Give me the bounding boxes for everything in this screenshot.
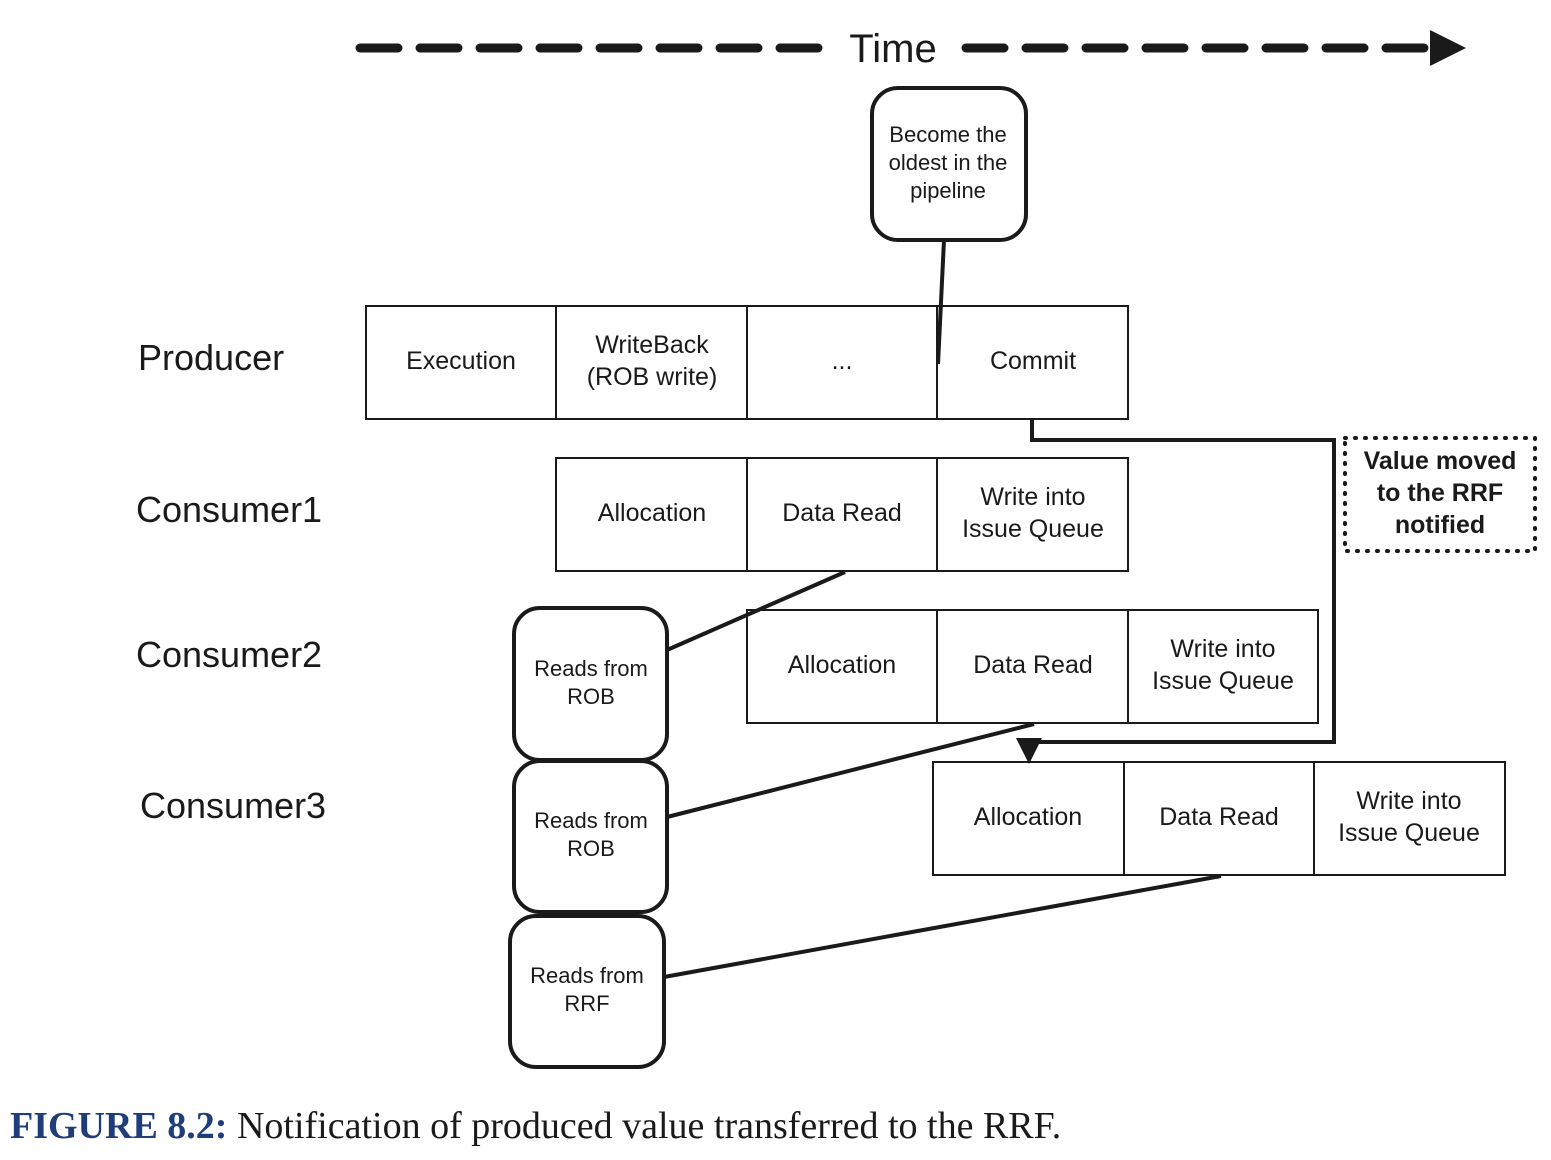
rrf-notification-arrowhead xyxy=(1016,738,1042,764)
consumer1-cell-write-iq xyxy=(936,457,1129,572)
row-label-consumer3: Consumer3 xyxy=(140,785,326,826)
consumer3-cell-write-iq xyxy=(1313,761,1506,876)
producer-cell-execution xyxy=(365,305,557,420)
producer-ellipsis-text: ... xyxy=(832,347,853,375)
consumer3-cell-allocation xyxy=(932,761,1125,876)
consumer3-allocation-text: Allocation xyxy=(974,803,1082,831)
pipeline-diagram: Time Producer Consumer1 Consumer2 Consum… xyxy=(136,27,1537,1069)
producer-row: Execution WriteBack(ROB write) ... Commi… xyxy=(365,305,1129,420)
consumer1-cell-data-read xyxy=(746,457,938,572)
time-axis: Time xyxy=(355,27,1466,71)
figure-caption-text: Notification of produced value transferr… xyxy=(227,1105,1062,1147)
consumer1-allocation-text: Allocation xyxy=(598,499,706,527)
consumer2-cell-allocation xyxy=(746,609,938,724)
consumer2-allocation-text: Allocation xyxy=(788,651,896,679)
row-label-producer: Producer xyxy=(138,337,284,378)
consumer3-cell-data-read xyxy=(1123,761,1315,876)
note-value-moved-border xyxy=(1343,436,1537,553)
consumer2-cell-data-read xyxy=(936,609,1129,724)
oldest-to-commit-connector xyxy=(936,239,946,365)
producer-execution-text: Execution xyxy=(406,347,516,375)
producer-cell-writeback xyxy=(555,305,748,420)
consumer2-read-connector xyxy=(666,722,1035,819)
time-arrowhead xyxy=(1430,30,1466,66)
figure-caption: FIGURE 8.2: Notification of produced val… xyxy=(10,1104,1061,1148)
consumer3-data-read-text: Data Read xyxy=(1159,803,1279,831)
consumer1-cell-allocation xyxy=(555,457,748,572)
consumer1-read-connector xyxy=(666,570,846,652)
rrf-notification-path xyxy=(1030,419,1336,744)
producer-commit-text: Commit xyxy=(990,347,1076,375)
row-label-consumer2: Consumer2 xyxy=(136,634,322,675)
consumer2-data-read-text: Data Read xyxy=(973,651,1093,679)
consumer2-cell-write-iq xyxy=(1127,609,1319,724)
figure-label: FIGURE 8.2: xyxy=(10,1105,228,1147)
consumer3-read-connector xyxy=(663,874,1222,979)
producer-writeback-text: WriteBack(ROB write) xyxy=(587,331,718,391)
row-label-consumer1: Consumer1 xyxy=(136,489,322,530)
consumer1-data-read-text: Data Read xyxy=(782,499,902,527)
time-label: Time xyxy=(849,27,936,71)
